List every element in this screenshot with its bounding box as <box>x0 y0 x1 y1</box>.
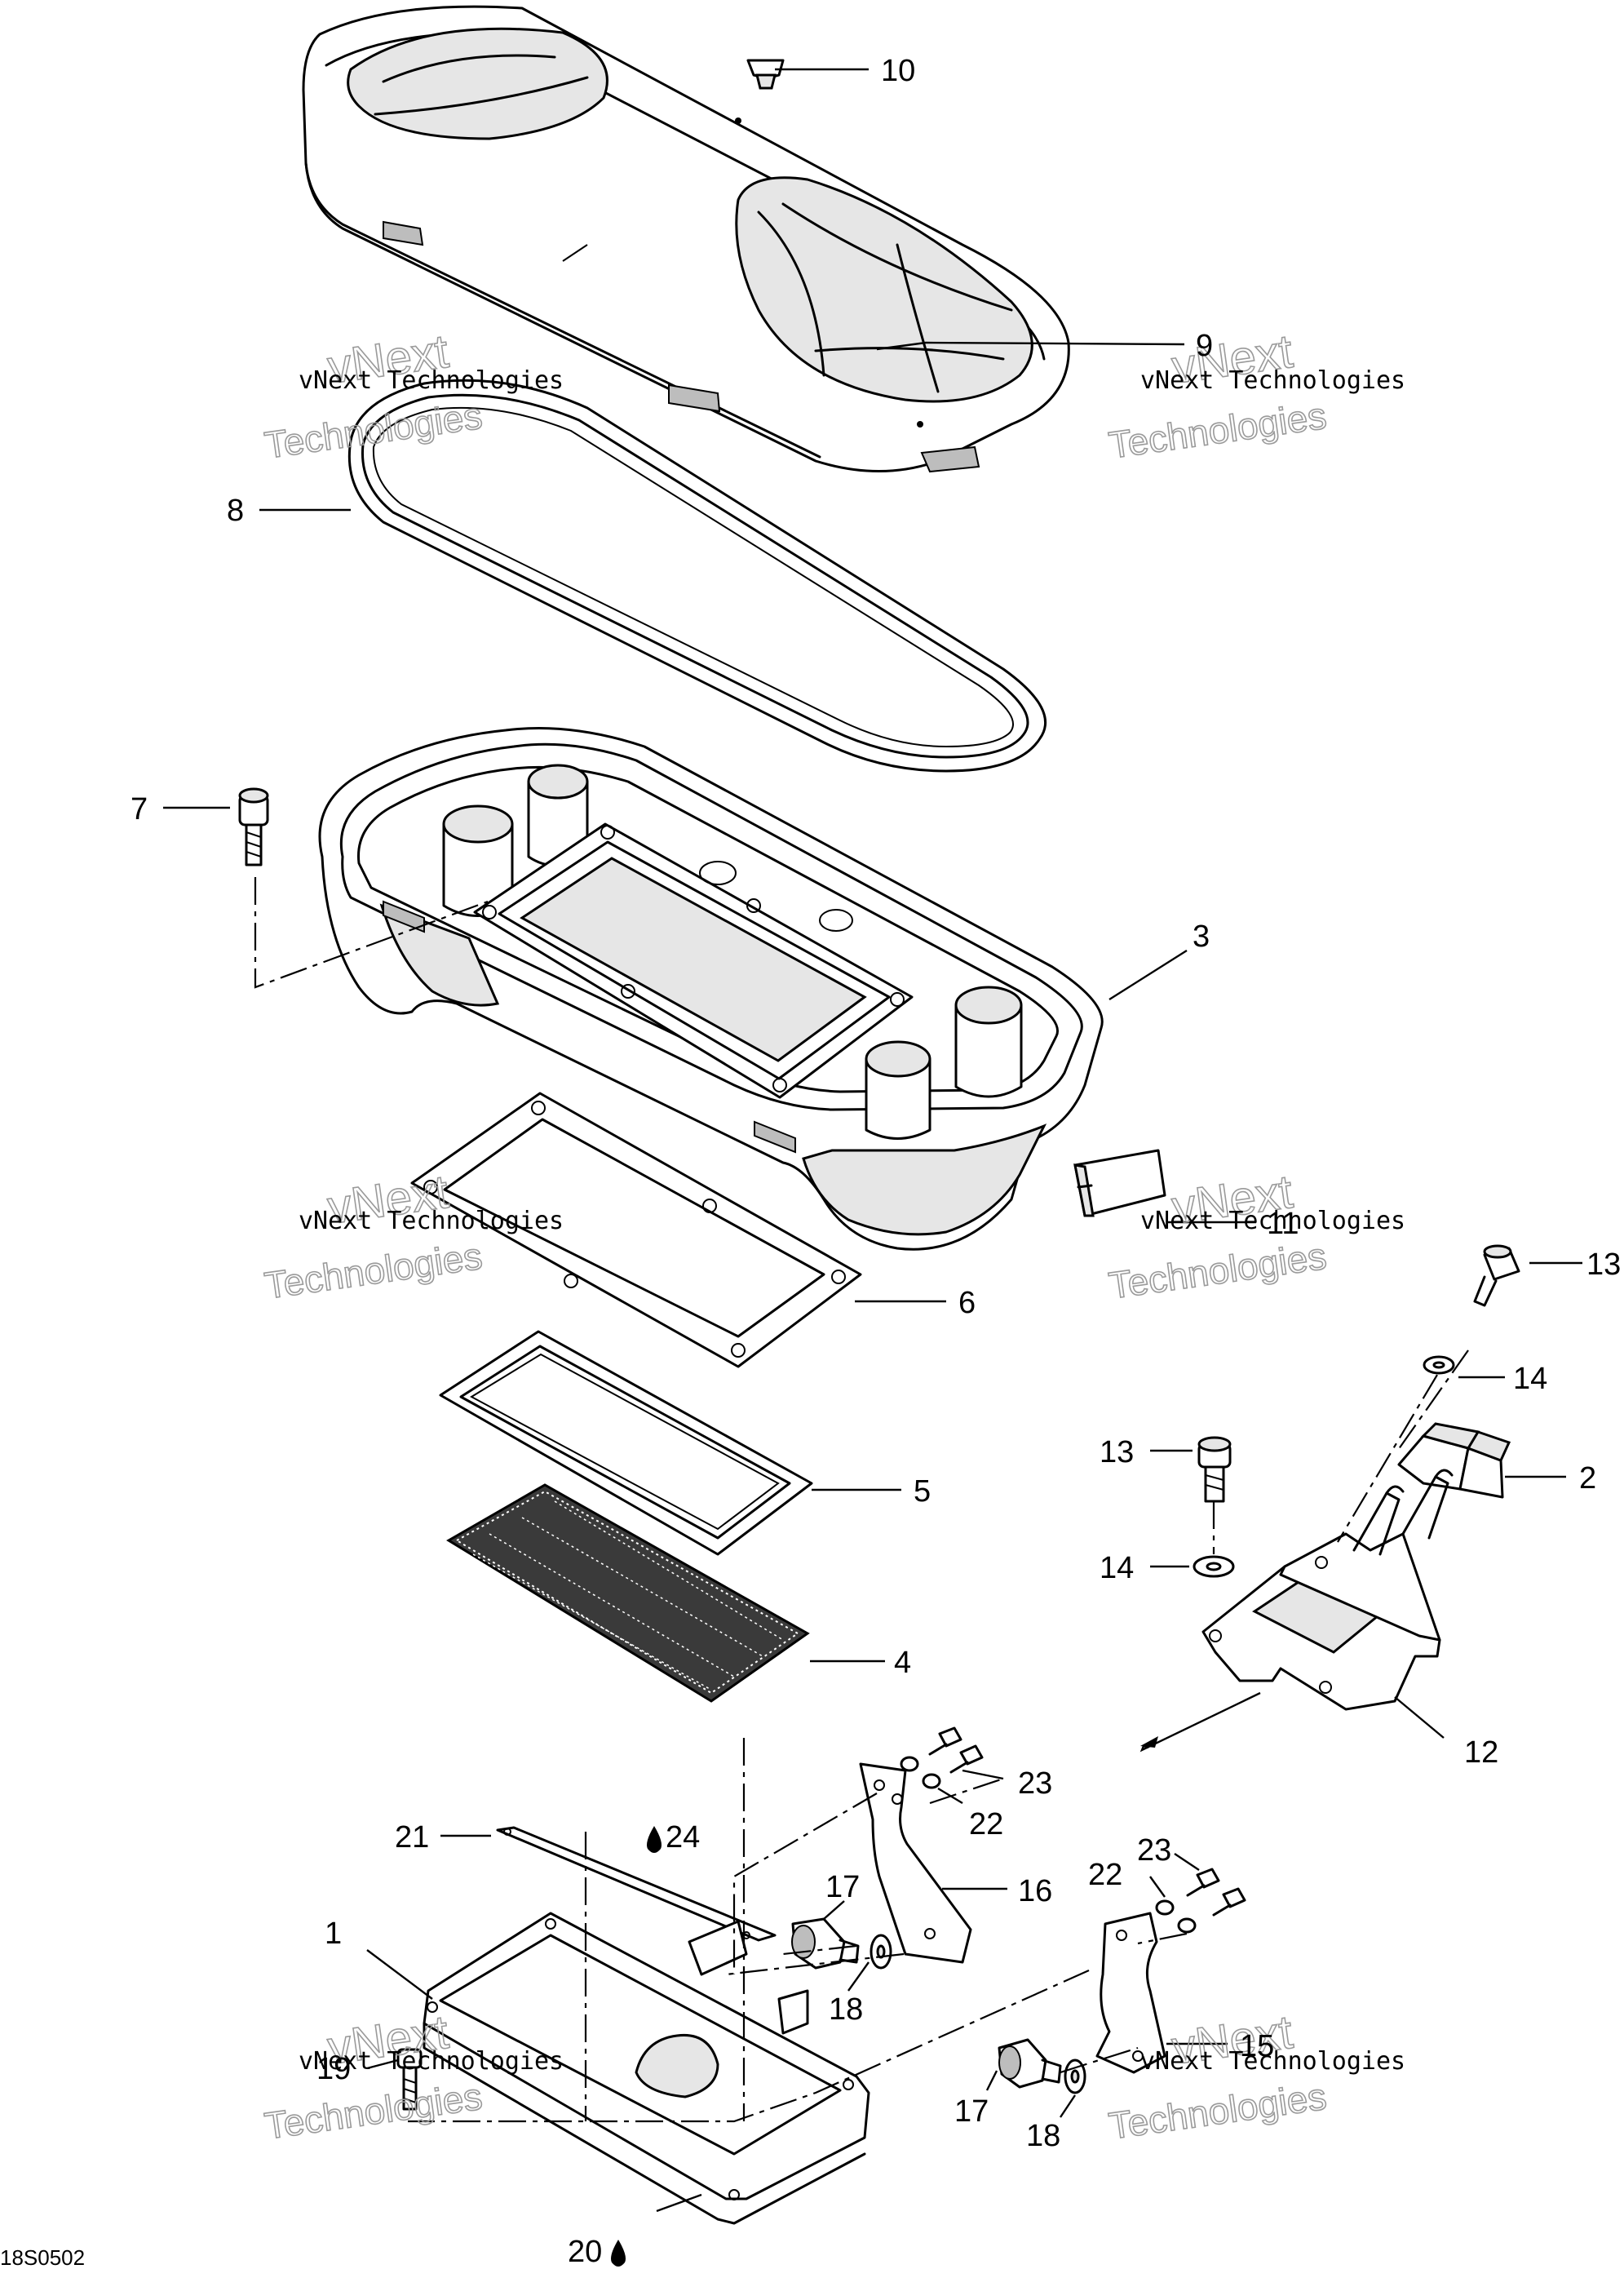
part-14b-washer <box>1193 1555 1235 1578</box>
callout-4: 4 <box>894 1646 911 1680</box>
callout-23b: 23 <box>1137 1833 1171 1868</box>
part-21-strip <box>496 1826 777 1942</box>
part-18b-washer <box>1064 2058 1086 2094</box>
callout-1: 1 <box>325 1917 342 1951</box>
part-22a-23a-fasteners <box>900 1726 984 1789</box>
callout-3: 3 <box>1193 920 1210 954</box>
callout-14b: 14 <box>1100 1551 1134 1585</box>
watermark-brand-bottom: Technologies <box>262 2075 485 2147</box>
callout-15: 15 <box>1240 2029 1274 2063</box>
watermark-company: vNext Technologies <box>1140 2047 1405 2076</box>
part-13b-bolt <box>1197 1436 1232 1503</box>
watermark-company: vNext Technologies <box>299 2047 564 2076</box>
callout-14a: 14 <box>1513 1362 1547 1396</box>
part-2-grommets <box>1397 1422 1511 1499</box>
watermark-brand-bottom: Technologies <box>1106 394 1329 467</box>
callout-9: 9 <box>1196 329 1213 363</box>
callout-23a: 23 <box>1018 1766 1052 1801</box>
part-9-cover <box>302 5 1070 473</box>
part-12-bracket <box>1201 1469 1454 1711</box>
droplet-icon <box>611 2240 626 2267</box>
part-19-bolt <box>396 2048 423 2111</box>
callout-12: 12 <box>1464 1735 1498 1770</box>
callout-8: 8 <box>227 494 244 528</box>
callout-24: 24 <box>666 1820 700 1855</box>
callout-20: 20 <box>568 2235 602 2269</box>
callout-17b: 17 <box>954 2094 989 2129</box>
callout-13a: 13 <box>1586 1248 1621 1282</box>
part-17b-bolt <box>998 2038 1062 2089</box>
watermark-company: vNext Technologies <box>1140 366 1405 395</box>
callout-19: 19 <box>316 2052 351 2086</box>
watermark-brand-bottom: Technologies <box>262 1234 485 1307</box>
part-3-airbox-base <box>318 727 1104 1251</box>
callout-5: 5 <box>914 1474 931 1509</box>
callout-11: 11 <box>1267 1207 1299 1241</box>
part-16-bracket <box>859 1762 972 1964</box>
part-7-bolt <box>238 787 269 866</box>
callout-16: 16 <box>1018 1874 1052 1908</box>
part-8-gasket <box>347 379 1047 773</box>
callout-6: 6 <box>958 1286 976 1320</box>
droplet-icon <box>647 1826 662 1853</box>
drawing-code: 18S0502 <box>0 2245 85 2269</box>
callout-7: 7 <box>131 792 148 827</box>
part-6-gasket-plate <box>410 1092 862 1368</box>
callout-13b: 13 <box>1100 1435 1134 1469</box>
callout-22b: 22 <box>1088 1858 1122 1892</box>
watermark-brand-bottom: Technologies <box>1106 1234 1329 1307</box>
callout-10: 10 <box>881 54 915 88</box>
callout-labels: 10 9 8 7 3 11 6 13 14 2 13 5 14 4 12 23 … <box>131 54 1621 2269</box>
part-5-gasket-frame <box>439 1330 813 1556</box>
part-22b-23b-fasteners <box>1155 1868 1246 1934</box>
assembly-lines <box>254 877 1469 2123</box>
part-14a-washer <box>1423 1355 1455 1375</box>
callout-18a: 18 <box>829 1992 863 2027</box>
callout-2: 2 <box>1579 1461 1596 1496</box>
part-10-plug <box>746 59 785 90</box>
callout-21: 21 <box>395 1820 429 1855</box>
leader-lines <box>163 68 1582 2213</box>
watermark-company: vNext Technologies <box>299 366 564 395</box>
callout-18b: 18 <box>1026 2119 1060 2153</box>
callout-22a: 22 <box>969 1807 1003 1841</box>
part-18a-washer <box>870 1934 892 1970</box>
callout-17a: 17 <box>825 1870 860 1904</box>
watermark-company: vNext Technologies <box>1140 1207 1405 1235</box>
part-4-filter-screen <box>446 1483 810 1703</box>
part-11-clip <box>1073 1149 1166 1217</box>
watermark-brand-bottom: Technologies <box>1106 2075 1329 2147</box>
part-1-base-tray <box>423 1912 870 2225</box>
part-13a-bolt <box>1473 1244 1520 1307</box>
watermark-company: vNext Technologies <box>299 1207 564 1235</box>
part-15-bracket <box>1095 1912 1166 2074</box>
